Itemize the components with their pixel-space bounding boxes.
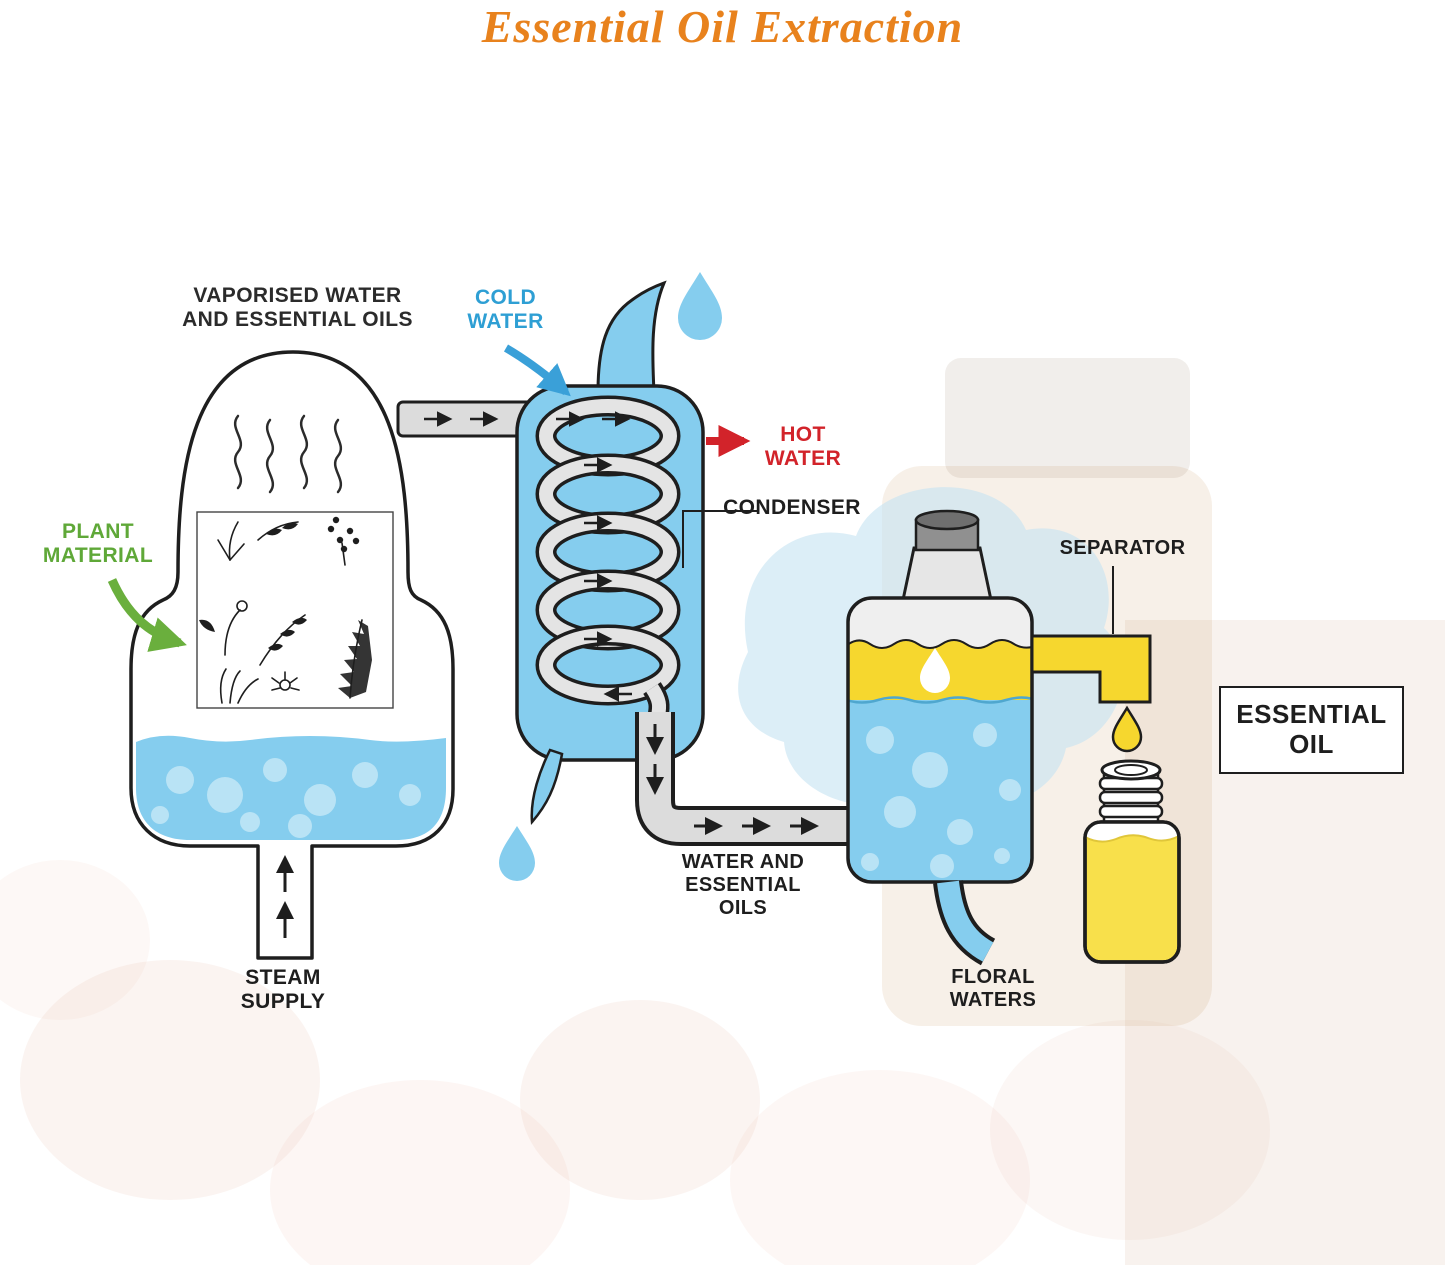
water-drop-top — [678, 272, 722, 340]
hot-water-label: HOT WATER — [743, 423, 863, 472]
essential-oil-drop — [1111, 705, 1143, 753]
separator-unit — [846, 509, 1152, 966]
label-line: FLORAL — [951, 966, 1035, 988]
plant-material-label: PLANT MATERIAL — [28, 520, 168, 569]
label-line: STEAM — [245, 966, 321, 989]
oil-drop-glyph — [920, 648, 950, 693]
pointer-lines — [682, 510, 1114, 634]
plant-material-box — [196, 511, 394, 709]
cold-water-label: COLD WATER — [448, 286, 563, 335]
condenser-label: CONDENSER — [723, 496, 861, 519]
plant-material-arrow — [107, 578, 187, 652]
steam-squiggles — [233, 414, 343, 494]
label-line: ESSENTIAL — [685, 874, 801, 897]
label-line: OIL — [1289, 729, 1334, 759]
condenser-drip — [530, 748, 564, 826]
steam-supply-label: STEAM SUPPLY — [198, 966, 368, 1015]
label-line: PLANT — [62, 520, 134, 543]
label-line: HOT — [780, 423, 826, 446]
label-line: SUPPLY — [240, 990, 326, 1014]
label-line: ESSENTIAL — [1236, 699, 1387, 730]
label-line: AND ESSENTIAL OILS — [182, 308, 413, 332]
water-drop-bottom — [499, 826, 535, 881]
diagram-title: Essential Oil Extraction — [481, 1, 964, 52]
cold-water-arrow — [503, 344, 571, 397]
label-line: WATER — [764, 447, 842, 471]
label-line: WATERS — [949, 989, 1037, 1012]
label-line: OILS — [718, 897, 768, 920]
still-vessel — [129, 350, 455, 960]
label-line: COLD — [474, 286, 537, 309]
condenser-pointer — [682, 510, 758, 568]
separator-neck — [901, 546, 993, 602]
condenser-unit — [424, 272, 751, 881]
essential-oil-callout: ESSENTIAL OIL — [1219, 686, 1404, 774]
label-line: MATERIAL — [42, 544, 154, 568]
water-and-essential-oils-label: WATER AND ESSENTIAL OILS — [658, 851, 828, 921]
still-water — [136, 735, 446, 840]
floral-waters-label: FLORAL WATERS — [908, 966, 1078, 1012]
vaporised-water-label: VAPORISED WATER AND ESSENTIAL OILS — [150, 284, 445, 333]
condensate-pipe — [635, 712, 856, 846]
flow-arrows-condenser — [424, 411, 632, 702]
label-line: WATER AND — [681, 851, 805, 873]
label-line: VAPORISED WATER — [193, 284, 402, 307]
separator-label: SEPARATOR — [1059, 537, 1186, 559]
condenser-inlet-neck — [596, 280, 667, 394]
label-line: WATER — [467, 310, 544, 334]
essential-oil-bottle — [1083, 759, 1181, 964]
separator-tap — [1030, 634, 1152, 704]
